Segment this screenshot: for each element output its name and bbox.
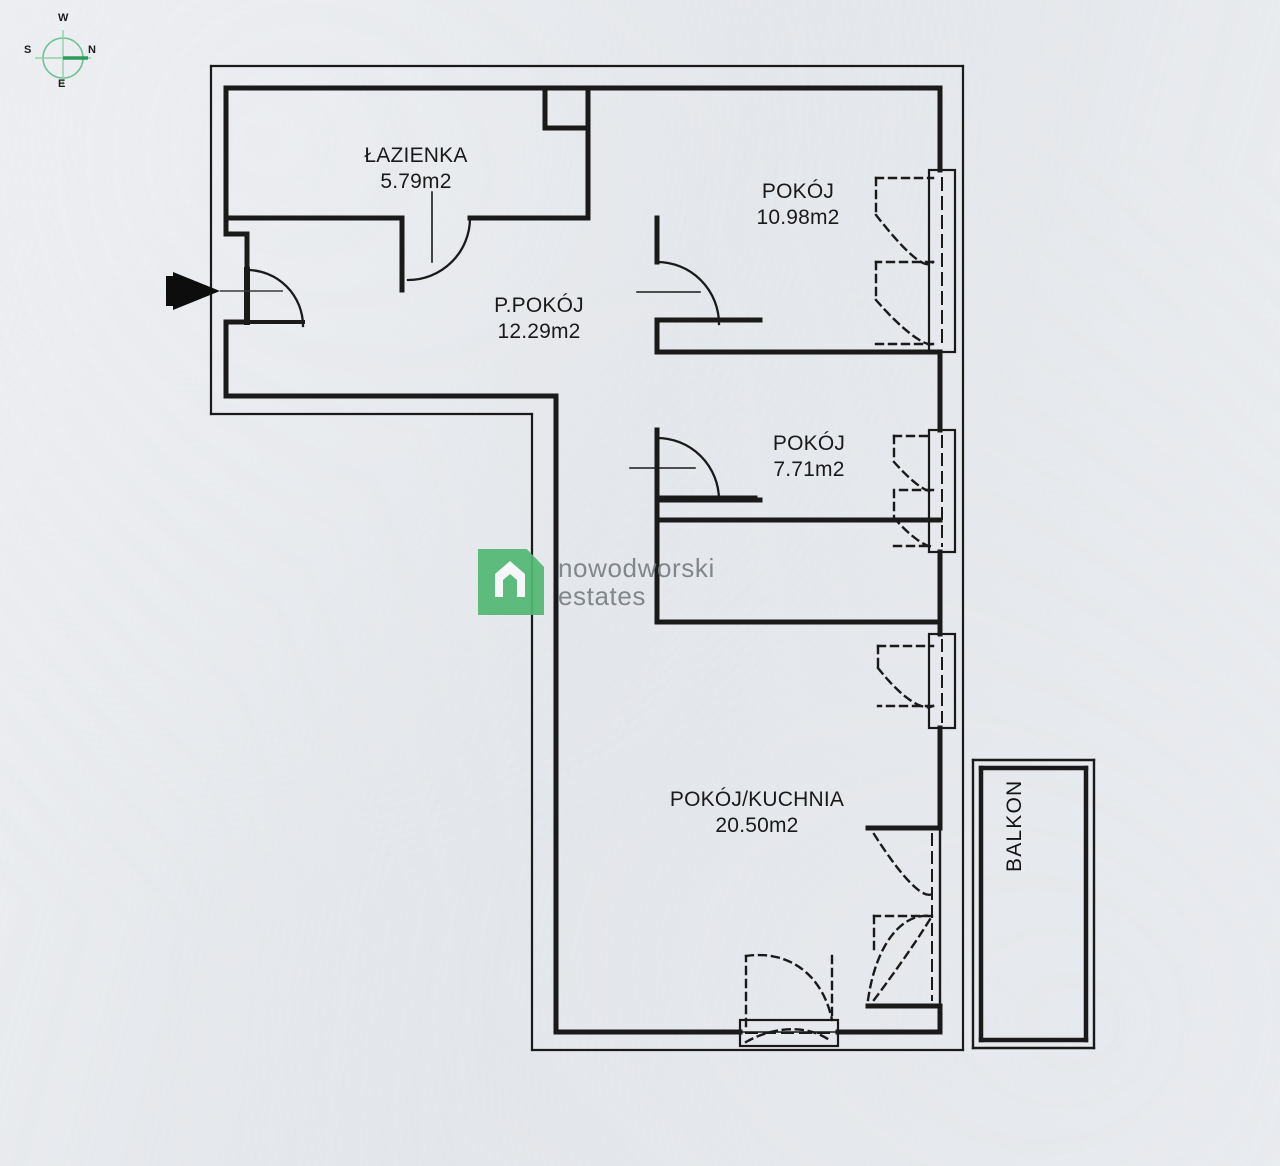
- brand-line-1: nowodworski: [558, 552, 715, 583]
- compass-rose: W S N E: [22, 12, 104, 100]
- window-pokoj-771: [892, 428, 957, 554]
- balcony-door: [865, 825, 943, 1009]
- brand-wordmark: nowodworski estates: [558, 554, 715, 610]
- compass-label-north: N: [88, 44, 96, 56]
- door-pokoj-1098: [636, 260, 758, 326]
- window-pokoj-1098: [874, 168, 957, 354]
- bathroom-door-swing: [399, 215, 472, 293]
- compass-label-west: W: [58, 12, 69, 24]
- room-area: 12.29m2: [497, 319, 581, 343]
- room-name: ŁAZIENKA: [364, 144, 468, 167]
- door-pokoj-771: [629, 436, 758, 502]
- room-area: 20.50m2: [715, 813, 799, 837]
- entrance-arrow-glyph: [166, 272, 283, 310]
- room-label-pokoj-1098: POKÓJ 10.98m2: [756, 179, 839, 230]
- room-area: 5.79m2: [380, 169, 452, 193]
- room-name: POKÓJ/KUCHNIA: [669, 788, 845, 811]
- compass-label-east: E: [58, 78, 66, 90]
- entrance-door-swing: [244, 267, 305, 328]
- brand-line-2: estates: [558, 581, 647, 611]
- balcony-outline: [971, 758, 1096, 1050]
- room-label-pokoj-kuchnia: POKÓJ/KUCHNIA 20.50m2: [670, 787, 844, 838]
- window-kitchen-bottom: [738, 953, 840, 1048]
- interior-partitions: [223, 89, 943, 625]
- kitchen-door-swing-extra: [866, 914, 934, 1002]
- room-area: 10.98m2: [756, 205, 840, 229]
- room-label-lazienka: ŁAZIENKA 5.79m2: [364, 143, 467, 194]
- room-label-pokoj-771: POKÓJ 7.71m2: [773, 431, 845, 482]
- room-label-p-pokoj: P.POKÓJ 12.29m2: [494, 293, 584, 344]
- nowodworski-house-icon: [478, 549, 544, 615]
- room-name: P.POKÓJ: [494, 294, 584, 317]
- window-kitchen-upper: [876, 632, 957, 730]
- room-name: POKÓJ: [761, 180, 835, 203]
- room-label-balkon: BALKON: [1003, 779, 1026, 872]
- brand-watermark: nowodworski estates: [478, 549, 715, 615]
- room-area: 7.71m2: [773, 457, 845, 481]
- compass-label-south: S: [24, 44, 32, 56]
- room-name: POKÓJ: [772, 432, 846, 455]
